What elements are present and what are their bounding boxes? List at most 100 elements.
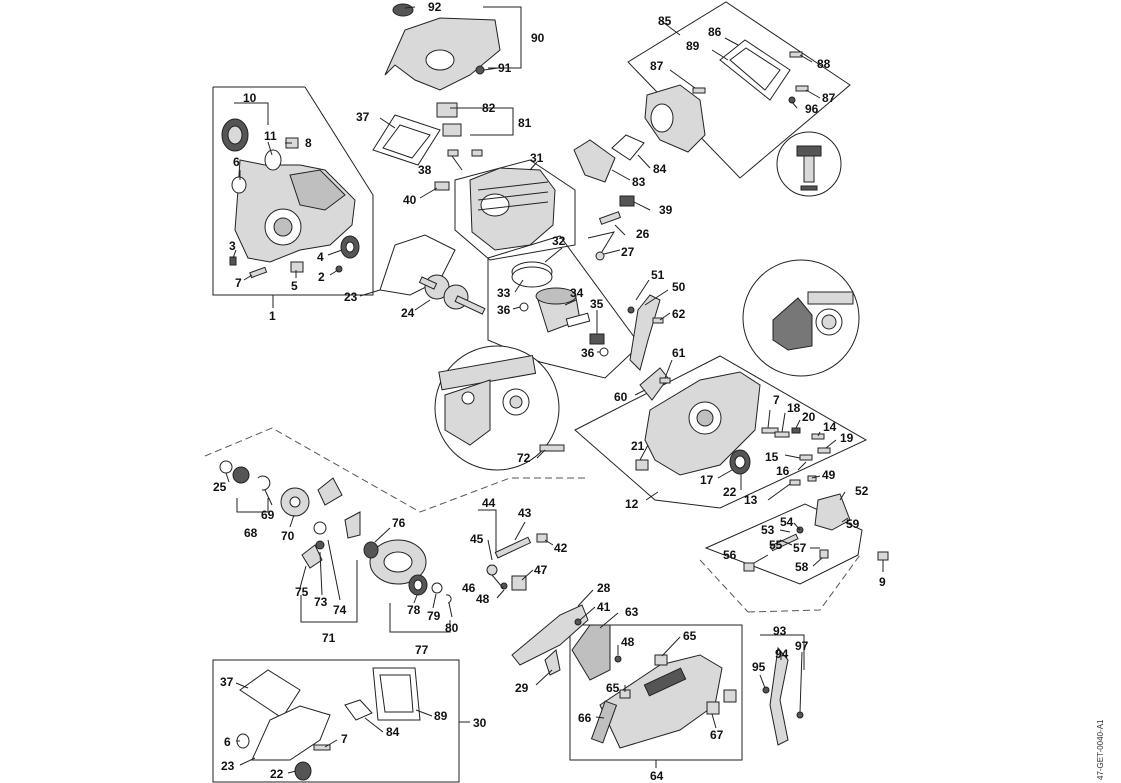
callout-25: 25 [213,480,227,494]
callout-93: 93 [773,624,787,638]
callout-67: 67 [710,728,724,742]
callout-92: 92 [428,0,442,14]
callout-30: 30 [473,716,487,730]
callout-13: 13 [744,493,758,507]
callout-3: 3 [229,239,236,253]
callout-14: 14 [823,420,837,434]
callout-87a: 87 [650,59,664,73]
callout-42: 42 [554,541,568,555]
callout-86: 86 [708,25,722,39]
callout-76: 76 [392,516,406,530]
callout-10: 10 [243,91,257,105]
callout-52: 52 [855,484,869,498]
callout-7c: 7 [341,732,348,746]
callout-84a: 84 [653,162,667,176]
callout-2: 2 [318,270,325,284]
callout-78: 78 [407,603,421,617]
callout-91: 91 [498,61,512,75]
callout-23: 23 [344,290,358,304]
callout-94: 94 [775,647,789,661]
callout-19: 19 [840,431,854,445]
callout-24: 24 [401,306,415,320]
callout-65a: 65 [683,629,697,643]
callout-62: 62 [672,307,686,321]
callout-5: 5 [291,279,298,293]
callout-9: 9 [879,575,886,589]
callout-70: 70 [281,529,295,543]
callout-22a: 22 [723,485,737,499]
callout-22b: 22 [270,767,284,781]
callout-48b: 48 [621,635,635,649]
callout-43: 43 [518,506,532,520]
callout-68: 68 [244,526,258,540]
callout-21: 21 [631,439,645,453]
document-id: 47-GET-0040-A1 [1096,719,1105,780]
callout-44: 44 [482,496,496,510]
callout-40: 40 [403,193,417,207]
callout-96: 96 [805,102,819,116]
callout-89b: 89 [434,709,448,723]
leader-lines [225,6,884,774]
callout-8: 8 [305,136,312,150]
callout-81: 81 [518,116,532,130]
callout-17: 17 [700,473,714,487]
callout-45: 45 [470,532,484,546]
callout-4: 4 [317,250,324,264]
callout-80: 80 [445,621,459,635]
callout-28: 28 [597,581,611,595]
group-outlines [204,1,868,783]
callout-72: 72 [517,451,531,465]
callout-59: 59 [846,517,860,531]
callout-46: 46 [462,581,476,595]
callout-27: 27 [621,245,635,259]
callout-49: 49 [822,468,836,482]
detail-circle-right [742,259,860,377]
callout-37b: 37 [220,675,234,689]
callout-85: 85 [658,14,672,28]
callout-32: 32 [552,234,566,248]
callout-64: 64 [650,769,664,783]
callout-60: 60 [614,390,628,404]
callout-82: 82 [482,101,496,115]
callout-12: 12 [625,497,639,511]
callout-77: 77 [415,643,429,657]
callout-54: 54 [780,515,794,529]
callout-66: 66 [578,711,592,725]
callout-26: 26 [636,227,650,241]
callout-34: 34 [570,286,584,300]
callout-61: 61 [672,346,686,360]
callout-87b: 87 [822,91,836,105]
callout-63: 63 [625,605,639,619]
callout-88: 88 [817,57,831,71]
callout-11: 11 [264,129,277,143]
callout-33: 33 [497,286,511,300]
callout-41: 41 [597,600,611,614]
callout-6b: 6 [224,735,231,749]
callout-labels: 92 90 91 82 81 37 10 11 8 6 3 4 7 5 2 1 … [213,0,886,783]
callout-18: 18 [787,401,801,415]
callout-16: 16 [776,464,790,478]
detail-circle-bolt [776,131,842,197]
callout-50: 50 [672,280,686,294]
callout-75: 75 [295,585,309,599]
callout-38: 38 [418,163,432,177]
callout-89a: 89 [686,39,700,53]
callout-71: 71 [322,631,336,645]
callout-36a: 36 [497,303,511,317]
callout-47: 47 [534,563,548,577]
callout-20: 20 [802,410,816,424]
callout-31: 31 [530,151,544,165]
callout-7: 7 [235,276,242,290]
callout-90: 90 [531,31,545,45]
callout-57: 57 [793,541,807,555]
callout-65b: 65 [606,681,620,695]
callout-84b: 84 [386,725,400,739]
callout-73: 73 [314,595,328,609]
callout-79: 79 [427,609,441,623]
callout-48a: 48 [476,592,490,606]
callout-69: 69 [261,508,275,522]
callout-36b: 36 [581,346,595,360]
callout-53: 53 [761,523,775,537]
callout-15: 15 [765,450,779,464]
